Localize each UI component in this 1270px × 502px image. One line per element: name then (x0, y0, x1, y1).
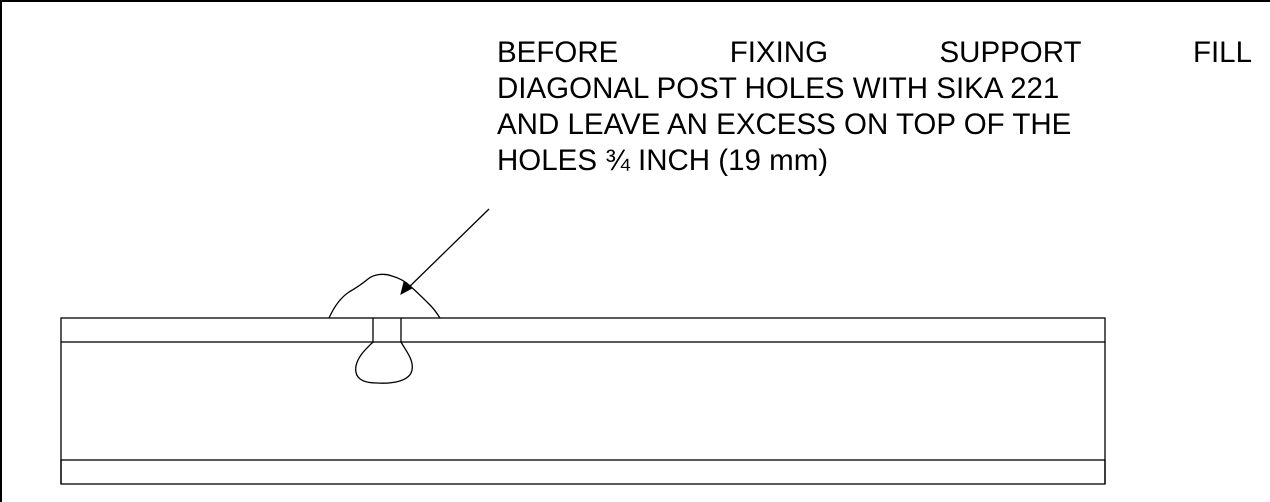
callout-word: SUPPORT (939, 36, 1082, 69)
post-hole (355, 318, 413, 384)
leader-line (403, 208, 490, 293)
callout-word: FILL (1192, 36, 1252, 69)
callout-line-2: DIAGONAL POST HOLES WITH SIKA 221 (497, 72, 1060, 105)
beam-bottom-flange (60, 459, 1106, 485)
callout-line-1: BEFORE FIXING SUPPORT FILL (497, 35, 1252, 71)
callout-line-4: HOLES ¾ INCH (19 mm) (497, 144, 829, 177)
callout-note: BEFORE FIXING SUPPORT FILL DIAGONAL POST… (497, 35, 1267, 215)
callout-word: FIXING (729, 36, 829, 69)
arrowhead (400, 281, 413, 295)
beam-top-flange (60, 317, 1106, 343)
sealant-excess (328, 273, 441, 319)
callout-line-3: AND LEAVE AN EXCESS ON TOP OF THE (497, 108, 1072, 141)
callout-word: BEFORE (497, 36, 619, 69)
